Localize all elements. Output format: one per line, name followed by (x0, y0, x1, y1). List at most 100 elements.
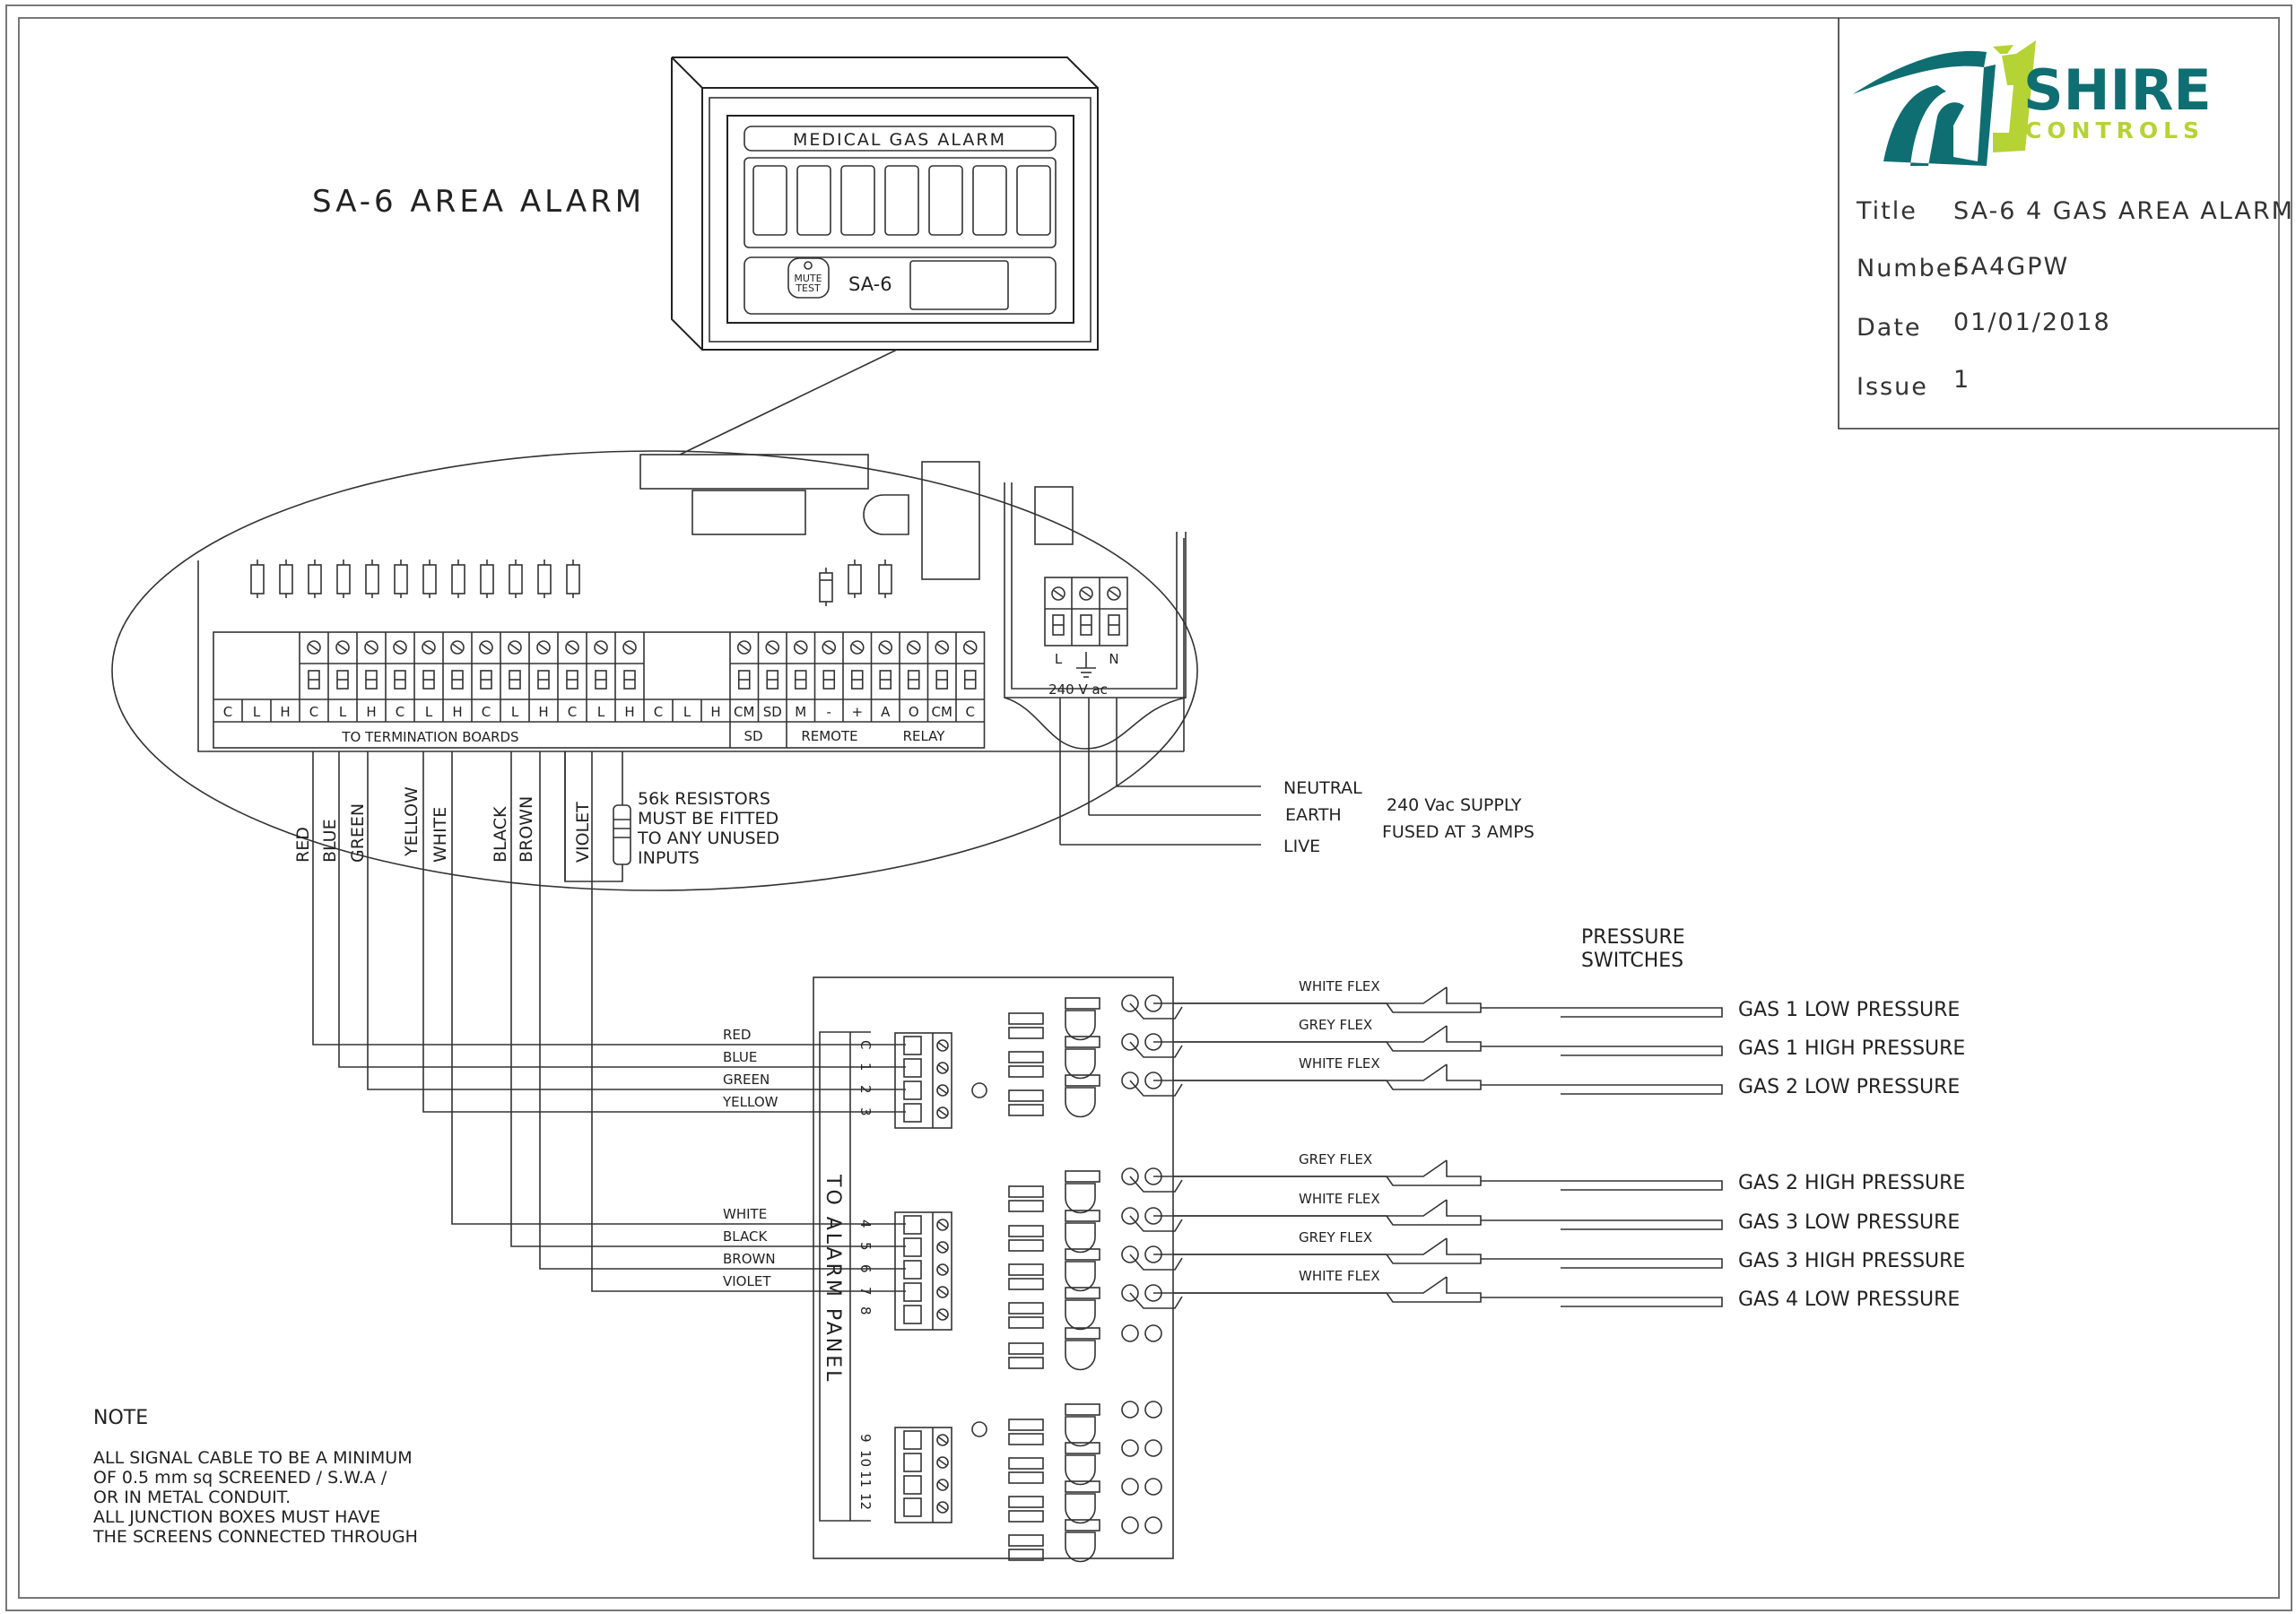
resistor-icon (1008, 1051, 1044, 1063)
switch-contact-icon (1387, 986, 1448, 1004)
pin-label: M (795, 704, 806, 720)
junction-terminal-block (894, 1032, 952, 1129)
screw-icon (765, 640, 780, 655)
connector-pin-icon (1121, 1167, 1139, 1185)
resistor-icon (1008, 1263, 1044, 1276)
resistor-icon (1008, 1357, 1044, 1369)
relay-group-label: RELAY (903, 728, 946, 744)
resistor-icon (1065, 1036, 1100, 1048)
pin-label: C (396, 704, 404, 720)
led-icon (1065, 1532, 1096, 1563)
indicator-window (796, 165, 831, 236)
cable-color-label: BLACK (491, 806, 510, 863)
screw-icon (935, 640, 950, 655)
resistor-icon (1008, 1496, 1044, 1508)
resistor-icon (422, 564, 437, 594)
resistor-icon (1008, 1342, 1044, 1355)
junction-wire-label: BLUE (723, 1049, 757, 1065)
junction-pin-number: 9 (857, 1434, 874, 1443)
note-line: ALL SIGNAL CABLE TO BE A MINIMUM (93, 1448, 413, 1468)
led-icon (1065, 1183, 1096, 1214)
flex-cable-label: GREY FLEX (1299, 1151, 1372, 1167)
indicator-window (884, 165, 919, 236)
screw-icon (936, 1456, 949, 1469)
screw-icon (793, 640, 808, 655)
pin-label: SD (763, 704, 782, 720)
screw-icon (936, 1501, 949, 1514)
resistor-icon (1008, 1549, 1044, 1561)
pcb-resistor-row (250, 560, 580, 598)
screw-icon (422, 640, 436, 655)
pin-label: CM (932, 704, 952, 720)
cable-run (451, 751, 906, 1225)
pin-label: CM (734, 704, 754, 720)
gas-pressure-label: GAS 1 LOW PRESSURE (1738, 999, 1960, 1021)
resistor-icon (509, 564, 523, 594)
switch-contact-icon (1387, 1063, 1448, 1081)
cable-run (312, 751, 906, 1046)
resistor-icon (1008, 1200, 1044, 1212)
cable-color-label: BROWN (517, 796, 536, 863)
indicator-window (840, 165, 875, 236)
pin-label: O (909, 704, 919, 720)
mute-label: MUTE (794, 273, 822, 284)
resistor-icon (1008, 1419, 1044, 1431)
resistor-icon (1065, 1403, 1100, 1416)
cable-run (422, 751, 906, 1113)
resistor-note-line: TO ANY UNUSED (637, 829, 779, 848)
note-heading: NOTE (93, 1407, 148, 1429)
screw-icon (936, 1308, 949, 1321)
screw-icon (936, 1263, 949, 1276)
resistor-icon (480, 564, 494, 594)
shire-controls-logo: SHIRE CONTROLS (1853, 40, 2212, 166)
cable-run (338, 751, 906, 1068)
unused-input-resistor (564, 751, 631, 882)
screw-icon (364, 640, 378, 655)
junction-pin-number: C (857, 1040, 874, 1049)
resistor-icon (566, 564, 580, 594)
junction-terminal-block (894, 1427, 952, 1523)
pin-label: A (881, 704, 891, 720)
pin-label: H (280, 704, 290, 720)
power-terminal-block: L N 240 V ac (1044, 577, 1128, 698)
switch-contact-icon (1387, 1237, 1448, 1255)
sd-group-label: SD (744, 728, 762, 744)
screw-icon (962, 640, 978, 655)
screw-icon (1107, 586, 1121, 601)
number-value: SA4GPW (1953, 253, 2069, 281)
detail-ellipse (111, 450, 1198, 891)
connector-pin-icon (1144, 1516, 1162, 1534)
pin-label: C (568, 704, 577, 720)
resistor-icon (1065, 1287, 1100, 1299)
alarm-panel: MEDICAL GAS ALARM MUTE TEST SA-6 (671, 56, 1099, 456)
remote-group-label: REMOTE (801, 728, 857, 744)
cable-run (539, 751, 906, 1270)
outer-frame (5, 4, 2292, 1611)
junction-pin-number: 8 (857, 1306, 874, 1315)
date-label: Date (1857, 314, 1922, 342)
pin-label: H (538, 704, 548, 720)
resistor-icon (1008, 1089, 1044, 1102)
connector-pin-icon (1144, 1324, 1162, 1342)
signal-cables: REDREDBLUEBLUEGREENGREENYELLOWYELLOWWHIT… (293, 751, 906, 1292)
resistor-note-line: 56k RESISTORS (638, 789, 770, 809)
title-block: SHIRE CONTROLS Title SA-6 4 GAS AREA ALA… (1838, 18, 2292, 430)
resistor-icon (451, 564, 465, 594)
screw-icon (736, 640, 752, 655)
connector-pin-icon (1121, 1516, 1139, 1534)
panel-model: SA-6 (848, 273, 892, 295)
inner-frame (18, 17, 2280, 1599)
indicator-window (752, 165, 787, 236)
mounting-hole-icon (971, 1421, 987, 1437)
mute-test-button[interactable] (787, 257, 830, 299)
indicator-window (972, 165, 1007, 236)
pin-label: L (425, 704, 433, 720)
switch-contact-icon (1387, 1025, 1448, 1043)
led-icon (1065, 1087, 1096, 1118)
junction-pin-number: 12 (857, 1493, 874, 1510)
junction-pin-number: 2 (857, 1085, 874, 1094)
